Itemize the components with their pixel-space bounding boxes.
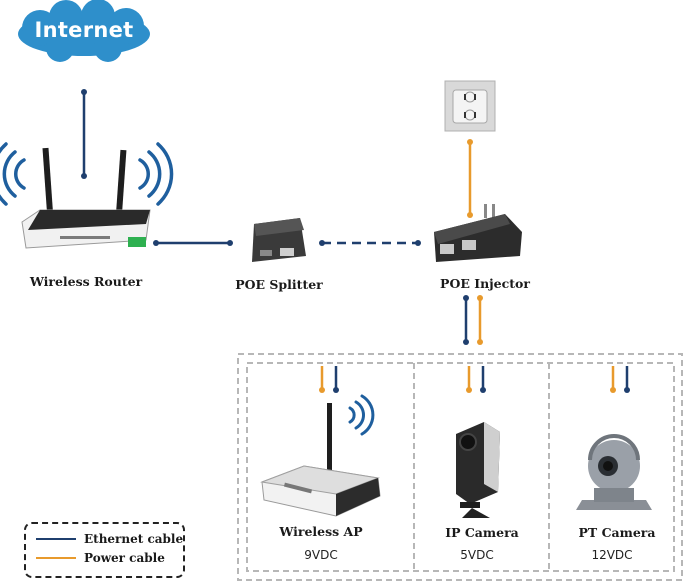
ethernet-cable-dashed bbox=[319, 240, 421, 246]
ip-camera-label: IP Camera bbox=[445, 525, 519, 540]
ap-voltage: 9VDC bbox=[304, 548, 338, 562]
wifi-signal-icon bbox=[348, 394, 375, 436]
ethernet-cable bbox=[153, 240, 233, 246]
ap-label: Wireless AP bbox=[279, 524, 363, 539]
internet-label: Internet bbox=[34, 18, 134, 42]
access-point-icon bbox=[260, 403, 381, 517]
router-label: Wireless Router bbox=[29, 274, 143, 289]
legend-ethernet-label: Ethernet cable bbox=[84, 532, 184, 546]
device-cables bbox=[319, 366, 630, 393]
poe-injector-icon bbox=[434, 204, 522, 262]
power-cable bbox=[467, 139, 473, 218]
legend: Ethernet cable Power cable bbox=[24, 522, 185, 578]
legend-ethernet-swatch bbox=[36, 538, 76, 540]
legend-power-label: Power cable bbox=[84, 551, 165, 565]
legend-power-swatch bbox=[36, 557, 76, 559]
splitter-label: POE Splitter bbox=[235, 277, 323, 292]
powered-devices-group bbox=[237, 353, 683, 581]
router-icon bbox=[21, 147, 151, 249]
ip-camera-voltage: 5VDC bbox=[460, 548, 494, 562]
wall-outlet-icon bbox=[444, 80, 496, 132]
poe-splitter-icon bbox=[252, 218, 306, 262]
pt-camera-label: PT Camera bbox=[578, 525, 656, 540]
wifi-signal-icon bbox=[0, 142, 174, 206]
legend-power: Power cable bbox=[36, 551, 165, 565]
pt-camera-voltage: 12VDC bbox=[591, 548, 633, 562]
pt-camera-icon bbox=[576, 434, 652, 510]
ethernet-cable bbox=[81, 89, 87, 179]
injector-label: POE Injector bbox=[440, 276, 530, 291]
poe-output-cables bbox=[463, 295, 483, 345]
cloud-icon bbox=[18, 0, 150, 62]
ip-camera-icon bbox=[456, 422, 500, 518]
legend-ethernet: Ethernet cable bbox=[36, 532, 183, 546]
